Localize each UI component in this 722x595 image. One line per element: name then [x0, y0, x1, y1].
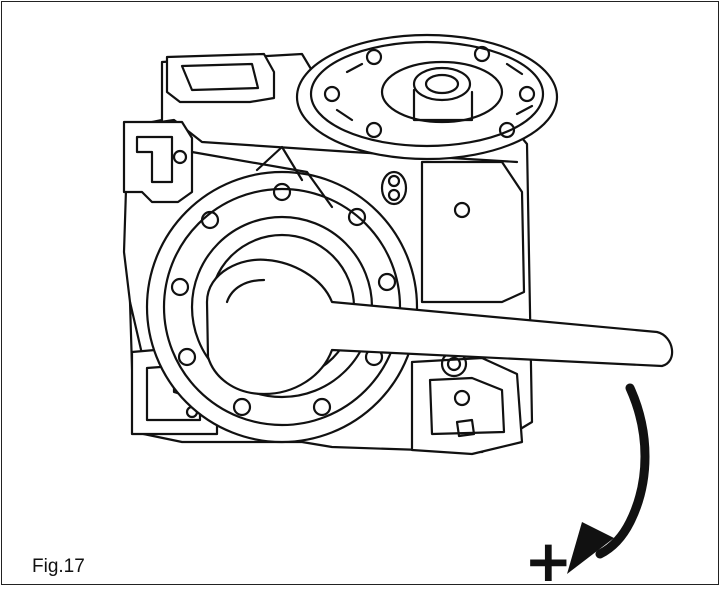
figure-label: Fig.17: [32, 556, 85, 577]
wrench: [205, 258, 674, 396]
plus-direction-symbol: +: [524, 527, 573, 595]
rotation-arrow: [567, 383, 650, 574]
top-flange: [295, 33, 559, 161]
gearbox-illustration: [122, 33, 674, 574]
